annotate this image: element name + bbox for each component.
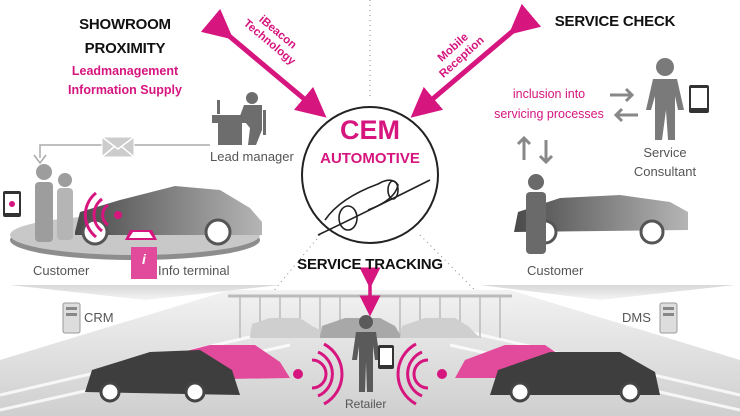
- info-terminal-label: Info terminal: [158, 263, 230, 278]
- crm-label: CRM: [84, 310, 114, 325]
- inclusion-line2: servicing processes: [494, 107, 604, 121]
- inclusion-label: inclusion into servicing processes: [490, 84, 608, 124]
- dms-label: DMS: [622, 310, 651, 325]
- service-customer-label: Customer: [527, 263, 584, 278]
- beacon-waves-icon: [83, 191, 109, 239]
- cem-title: CEM: [340, 115, 400, 145]
- dms-server-icon: [659, 302, 678, 334]
- consultant-line1: Service: [643, 145, 687, 160]
- info-icon: i: [142, 251, 146, 267]
- beacon-waves-right-icon: [396, 342, 429, 406]
- showroom-title-line1: SHOWROOM: [79, 16, 171, 33]
- arrow-ibeacon: [200, 8, 327, 118]
- exchange-arrows-icon: [610, 87, 638, 123]
- sportscar-sketch-icon: [317, 179, 431, 236]
- retailer-label: Retailer: [345, 397, 387, 411]
- showroom-customer-label: Customer: [33, 263, 90, 278]
- cem-circle: [301, 106, 439, 244]
- lead-manager-icon: [212, 92, 266, 145]
- beacon-waves-left-icon: [311, 342, 344, 406]
- showroom-title-line2: PROXIMITY: [84, 40, 166, 57]
- band-right: [480, 285, 735, 300]
- info-terminal-icon: [131, 247, 157, 279]
- retailer-icon: [352, 315, 380, 392]
- information-supply-label: Information Supply: [68, 83, 182, 97]
- band-left: [10, 285, 280, 300]
- customer-couple-icon: [35, 164, 73, 242]
- envelope-icon: [101, 136, 135, 158]
- lead-manager-label: Lead manager: [210, 149, 294, 164]
- updown-arrows-icon: [516, 135, 554, 165]
- service-consultant-label: Service Consultant: [625, 143, 705, 181]
- service-check-title: SERVICE CHECK: [554, 13, 676, 30]
- arrow-mobile: [410, 3, 542, 118]
- inclusion-line1: inclusion into: [512, 87, 586, 101]
- automotive-title: AUTOMOTIVE: [320, 150, 420, 167]
- showroom-title: SHOWROOM PROXIMITY: [60, 13, 190, 61]
- service-customer-icon: [526, 174, 546, 254]
- showroom-subtitle: Leadmanagement Information Supply: [50, 62, 200, 100]
- consultant-line2: Consultant: [633, 164, 697, 179]
- service-consultant-icon: [646, 58, 684, 140]
- crm-server-icon: [62, 302, 81, 334]
- leadmanagement-label: Leadmanagement: [71, 64, 179, 78]
- service-tracking-title: SERVICE TRACKING: [297, 256, 443, 273]
